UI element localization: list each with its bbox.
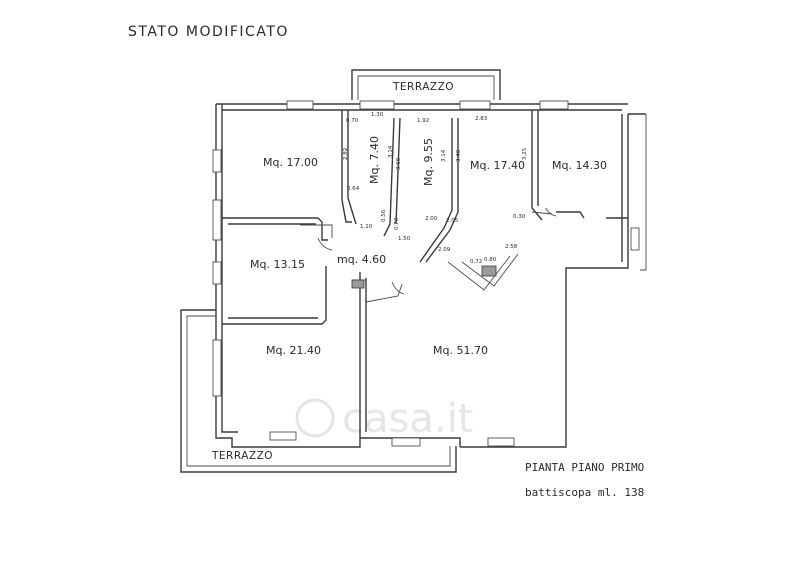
dimension-label: 3.14 — [441, 149, 447, 162]
dimension-label: 1.92 — [417, 118, 429, 124]
terrace-bottom: TERRAZZO — [180, 309, 457, 473]
room-label: Mq. 17.00 — [263, 156, 318, 169]
dimension-label: 2.05 — [446, 218, 459, 224]
watermark-text: casa.it — [342, 396, 473, 442]
room-label: Mq. 21.40 — [266, 344, 321, 357]
dimension-label: 0.56 — [381, 209, 387, 222]
dimension-label: 0.70 — [394, 217, 400, 230]
room-label: mq. 4.60 — [337, 253, 386, 266]
terrace-top: TERRAZZO — [351, 69, 501, 100]
dimension-label: 1.50 — [398, 236, 411, 242]
room-label: Mq. 51.70 — [433, 344, 488, 357]
dimension-label: 2.09 — [438, 247, 451, 253]
windows — [212, 100, 640, 447]
interior-walls — [222, 110, 628, 438]
dimension-label: 1.30 — [371, 112, 384, 118]
baseboard-note: battiscopa ml. 138 — [525, 486, 644, 499]
chimney-left — [351, 279, 365, 289]
dimension-label: 0.70 — [346, 118, 359, 124]
terrace-bottom-label: TERRAZZO — [211, 450, 273, 462]
dimension-labels: 0.70 1.30 2.82 0.64 1.10 0.56 0.70 3.14 … — [343, 112, 528, 265]
door-swings — [317, 207, 557, 295]
room-labels: Mq. 17.00 Mq. 7.40 Mq. 9.55 Mq. 17.40 Mq… — [250, 136, 607, 357]
dimension-label: 2.83 — [475, 116, 488, 122]
room-label: Mq. 14.30 — [552, 159, 607, 172]
dimension-label: 1.10 — [360, 224, 373, 230]
dimension-label: 3.14 — [388, 145, 394, 158]
plan-name-note: PIANTA PIANO PRIMO — [525, 461, 644, 474]
dimension-label: 3.25 — [522, 147, 528, 160]
dimension-label: 3.40 — [456, 149, 462, 162]
room-label: Mq. 7.40 — [368, 136, 381, 184]
dimension-label: 2.00 — [425, 216, 438, 222]
dimension-label: 3.60 — [396, 157, 402, 170]
dimension-label: 0.30 — [513, 214, 526, 220]
dimension-label: 0.72 — [470, 259, 482, 265]
plan-title: STATO MODIFICATO — [128, 24, 289, 40]
chimney-right — [481, 265, 497, 277]
room-label: Mq. 13.15 — [250, 258, 305, 271]
dimension-label: 0.80 — [484, 257, 497, 263]
structural-elements — [351, 265, 497, 289]
watermark: casa.it — [295, 396, 473, 442]
terrace-top-label: TERRAZZO — [392, 81, 454, 93]
watermark-logo-icon — [295, 398, 335, 438]
dimension-label: 2.58 — [505, 244, 518, 250]
dimension-label: 2.82 — [343, 148, 349, 160]
room-label: Mq. 9.55 — [422, 138, 435, 186]
room-label: Mq. 17.40 — [470, 159, 525, 172]
dimension-label: 0.64 — [347, 186, 360, 192]
